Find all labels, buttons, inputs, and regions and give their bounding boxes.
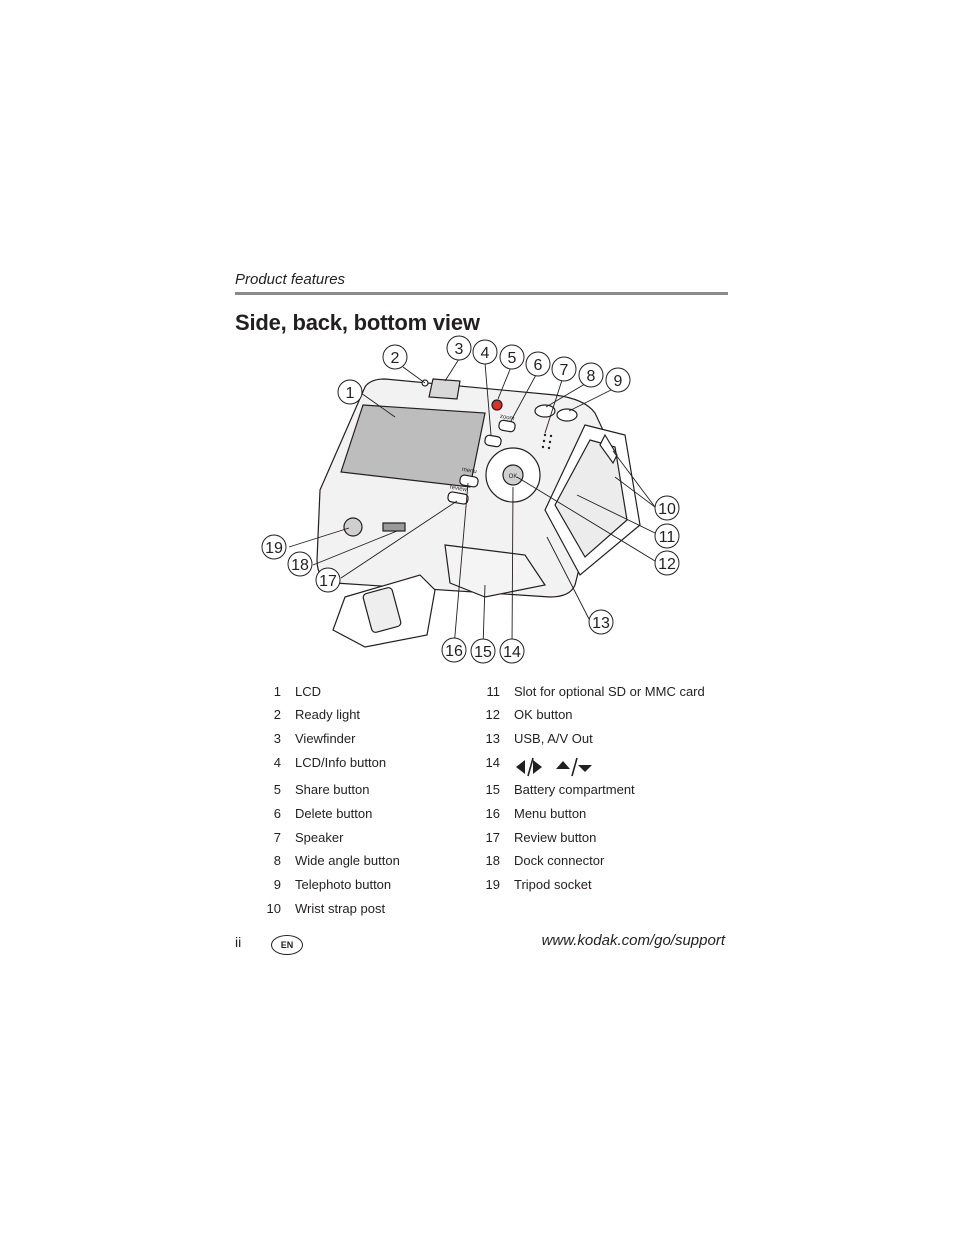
callout-2 [382,344,408,370]
delete-button-shape [498,419,516,433]
lcd-screen [340,404,486,488]
callout-5 [499,344,525,370]
callout-7 [551,356,577,382]
callout-4-label: 4 [481,345,490,362]
callout-8 [578,362,604,388]
callout-6 [525,351,551,377]
callout-10 [654,495,680,521]
ok-tiny-label: OK [509,474,518,480]
callout-2-label: 2 [391,350,400,367]
ok-button-shape [502,464,524,486]
callout-19-label: 19 [265,540,283,557]
callout-13-label: 13 [592,615,610,632]
arrow-keys-icon [516,757,592,777]
callout-16-label: 16 [445,643,463,660]
viewfinder [428,378,461,400]
callout-6-label: 6 [534,357,543,374]
callout-3 [446,335,472,361]
header-rule [235,292,728,295]
review-button-shape [447,491,469,505]
callout-17-label: 17 [319,573,337,590]
callout-15 [470,638,496,664]
callout-14 [499,638,525,664]
callout-13 [588,609,614,635]
callout-18-label: 18 [291,557,309,574]
wrist-strap-post [599,433,618,465]
callout-1 [337,379,363,405]
callout-8-label: 8 [587,368,596,385]
dock-connector-shape [382,522,406,532]
callout-19 [261,534,287,560]
support-link[interactable]: www.kodak.com/go/support [541,932,725,949]
page-number: ii [235,934,242,950]
callout-3-label: 3 [455,341,464,358]
language-badge: EN [271,935,303,955]
callout-14-label: 14 [503,644,521,661]
callout-12 [654,550,680,576]
review-tiny-label: review [449,485,468,494]
leader-lines [288,358,656,648]
callout-12-label: 12 [658,556,676,573]
callout-11 [654,523,680,549]
section-header: Product features [235,271,346,288]
callout-7-label: 7 [560,362,569,379]
callout-17 [315,567,341,593]
page-title: Side, back, bottom view [235,310,480,335]
callout-10-label: 10 [658,501,676,518]
wide-angle-button-shape [534,404,556,418]
tripod-socket [343,517,363,537]
callout-11-label: 11 [659,529,676,546]
camera-diagram: 1 2 3 4 5 6 7 8 9 10 11 12 13 14 15 16 1… [261,335,680,664]
callout-circles [261,335,680,664]
callout-9-label: 9 [614,373,623,390]
callout-16 [441,637,467,663]
telephoto-button-shape [556,408,578,422]
lcd-info-button-shape [484,434,502,448]
speaker-grille [541,433,553,450]
callout-5-label: 5 [508,350,517,367]
callout-15-label: 15 [474,644,492,661]
battery-compartment [444,544,546,598]
callout-9 [605,367,631,393]
zoom-tiny-label: zoom [499,414,514,422]
callout-18 [287,551,313,577]
callout-1-label: 1 [346,385,355,402]
menu-tiny-label: menu [461,467,477,476]
share-button-shape [491,399,503,411]
callout-4 [472,339,498,365]
